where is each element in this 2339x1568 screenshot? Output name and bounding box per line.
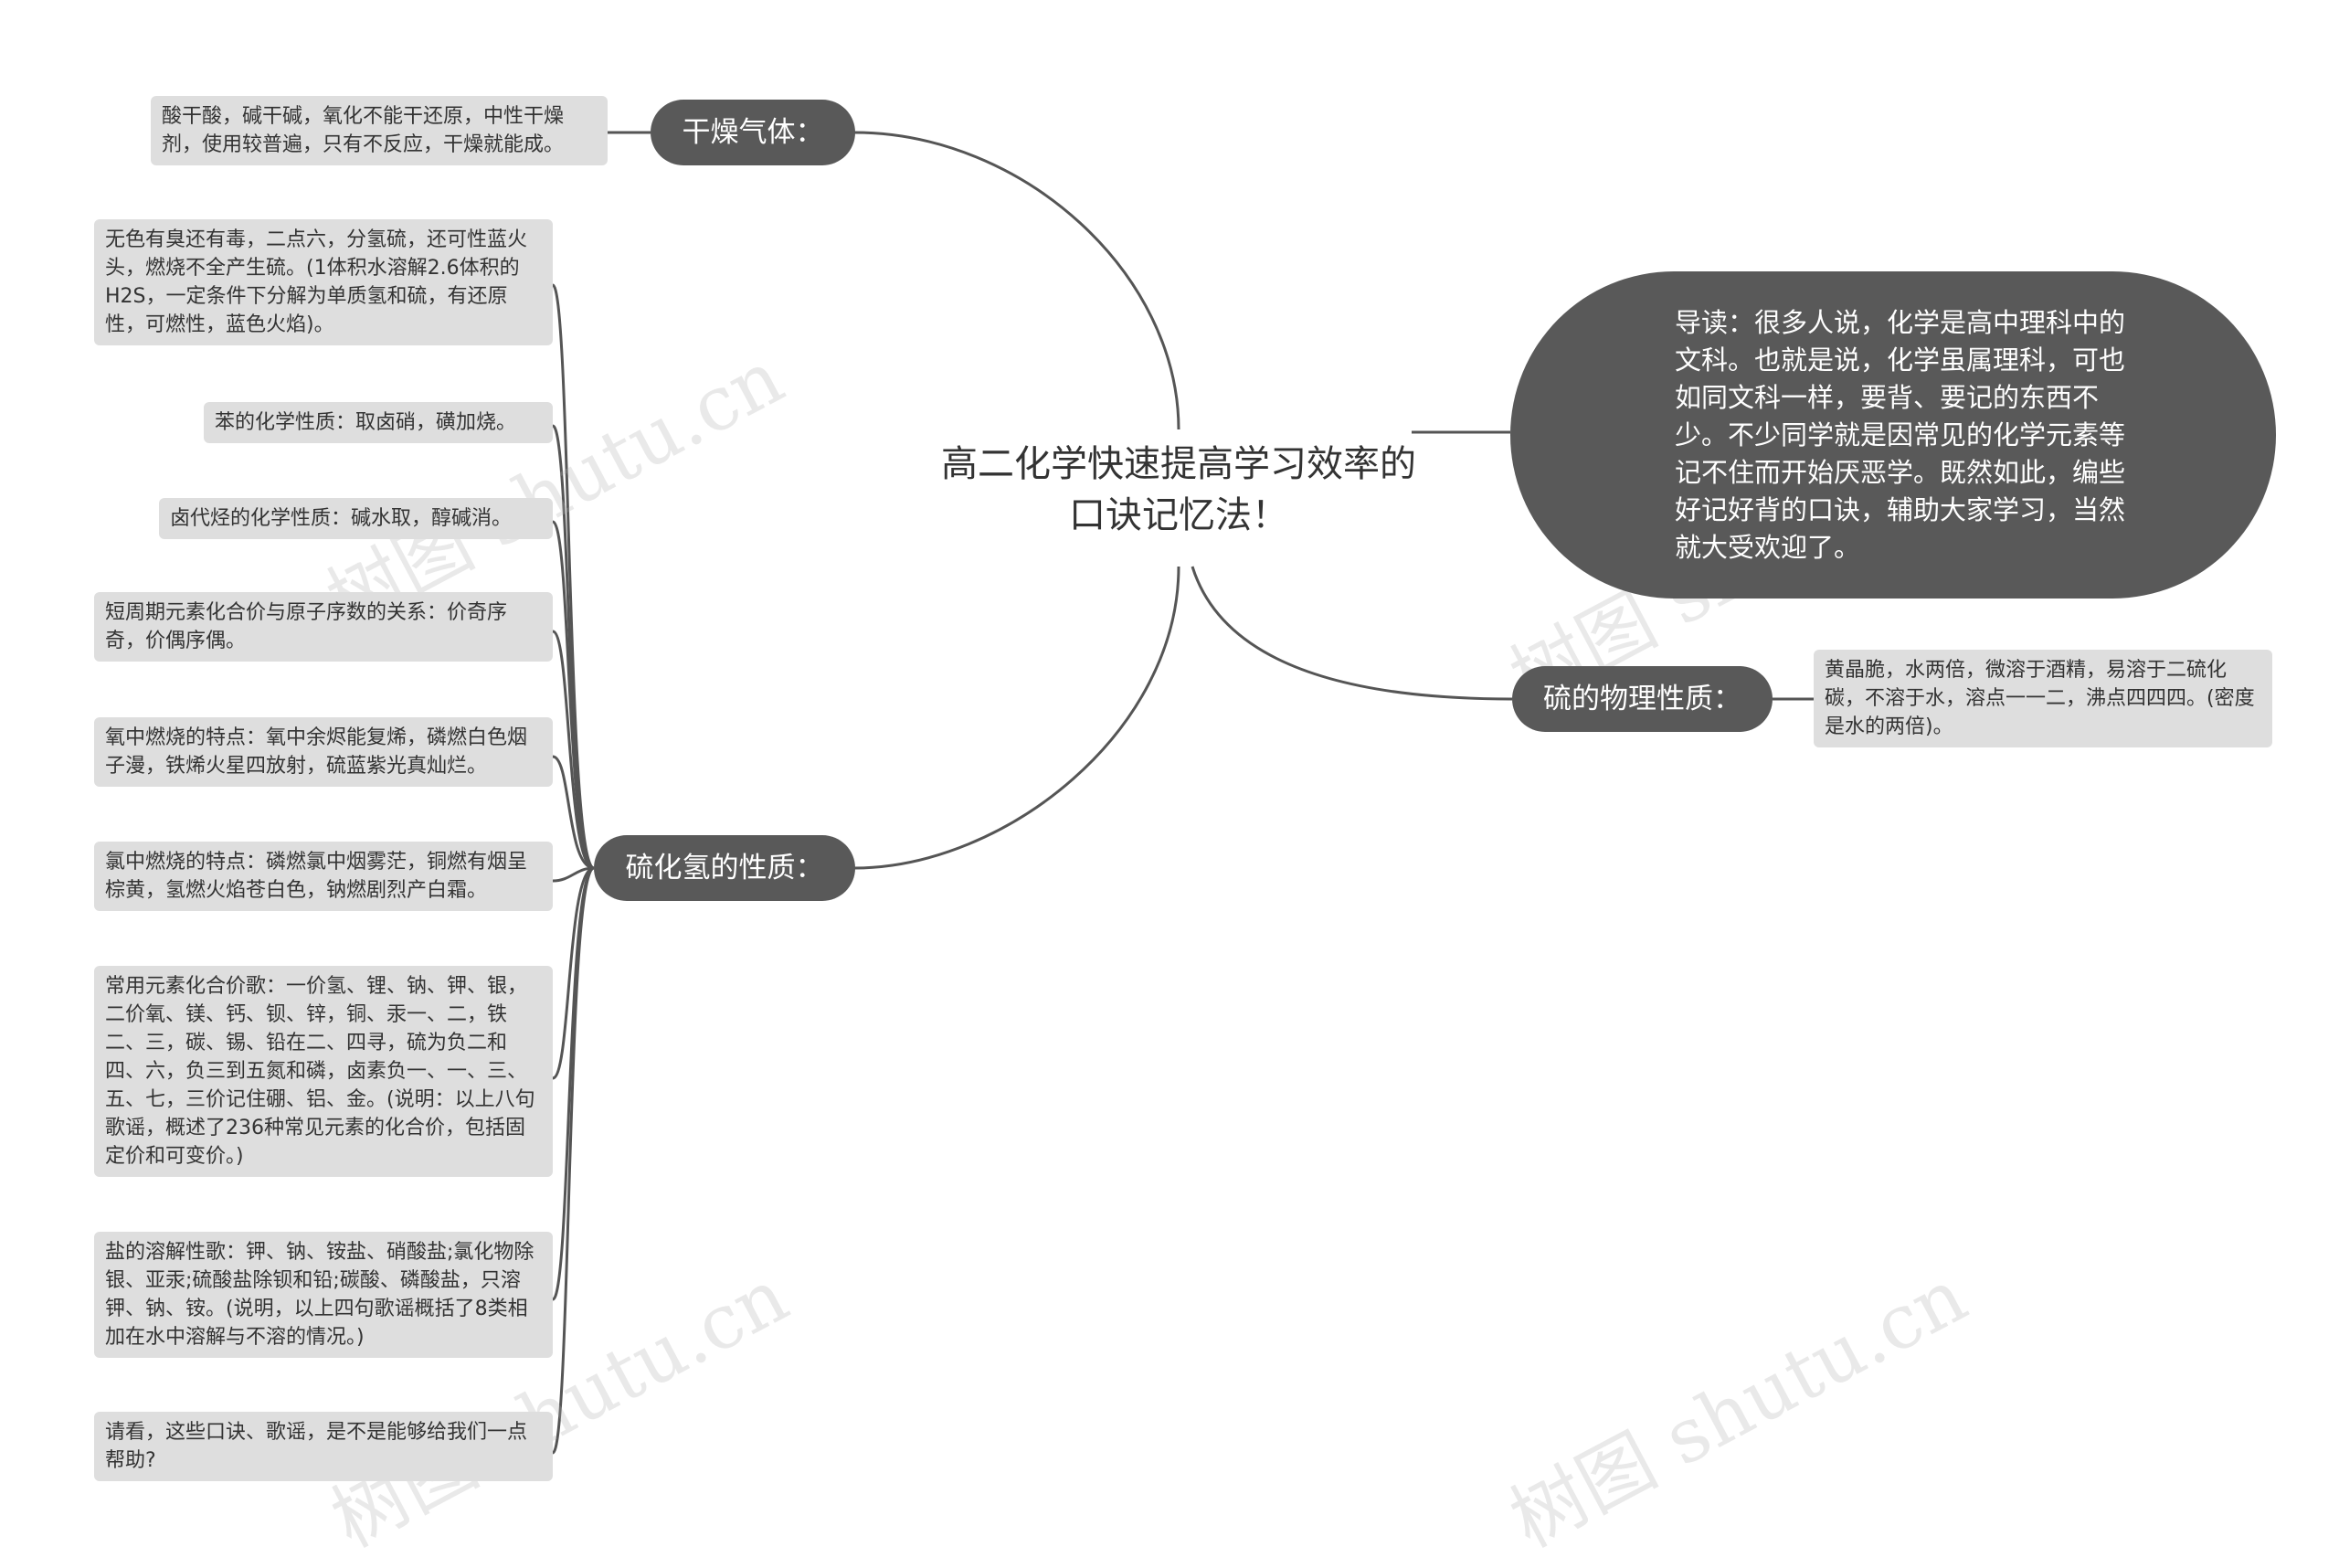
edge-h2s-leaf-7 [552,866,595,1080]
root-topic[interactable]: 高二化学快速提高学习效率的口诀记忆法！ [941,443,1416,536]
intro-bubble[interactable]: 导读：很多人说，化学是高中理科中的文科。也就是说，化学虽属理科，可也如同文科一样… [1510,271,2276,599]
leaf-h2s-2[interactable]: 苯的化学性质：取卤硝，磺加烧。 [204,402,553,443]
leaf-h2s-7[interactable]: 常用元素化合价歌：一价氢、锂、钠、钾、银，二价氧、镁、钙、钡、锌，铜、汞一、二，… [94,966,553,1177]
leaf-h2s-4[interactable]: 短周期元素化合价与原子序数的关系：价奇序奇，价偶序偶。 [94,592,553,662]
topic-drying-gas[interactable]: 干燥气体： [651,100,855,165]
leaf-h2s-6[interactable]: 氯中燃烧的特点：磷燃氯中烟雾茫，铜燃有烟呈棕黄，氢燃火焰苍白色，钠燃剧烈产白霜。 [94,842,553,911]
leaf-h2s-3[interactable]: 卤代烃的化学性质：碱水取，醇碱消。 [159,498,553,539]
leaf-h2s-9[interactable]: 请看，这些口诀、歌谣，是不是能够给我们一点帮助? [94,1412,553,1481]
leaf-h2s-1[interactable]: 无色有臭还有毒，二点六，分氢硫，还可性蓝火头，燃烧不全产生硫。(1体积水溶解2.… [94,219,553,345]
edge-h2s-leaf-3 [551,520,595,870]
edge-h2s-leaf-9 [551,866,596,1455]
intro-text: 导读：很多人说，化学是高中理科中的文科。也就是说，化学虽属理科，可也如同文科一样… [1675,306,2126,563]
leaf-h2s-5[interactable]: 氧中燃烧的特点：氧中余烬能复烯，磷燃白色烟子漫，铁烯火星四放射，硫蓝紫光真灿烂。 [94,717,553,787]
edge-h2s-leaf-5 [552,755,595,870]
edge-root-sulfur [1191,566,1513,701]
edge-root-drying [853,131,1180,430]
leaf-h2s-8[interactable]: 盐的溶解性歌：钾、钠、铵盐、硝酸盐;氯化物除银、亚汞;硫酸盐除钡和铅;碳酸、磷酸… [94,1232,553,1358]
leaf-drying-gas[interactable]: 酸干酸，碱干碱，氧化不能干还原，中性干燥剂，使用较普遍，只有不反应，干燥就能成。 [151,96,608,165]
leaf-sulfur-physical[interactable]: 黄晶脆，水两倍，微溶于酒精，易溶于二硫化碳，不溶于水，溶点一一二，沸点四四四。(… [1814,650,2272,747]
topic-sulfur-physical[interactable]: 硫的物理性质： [1512,666,1773,732]
edge-h2s-leaf-4 [552,630,595,870]
topic-h2s-properties[interactable]: 硫化氢的性质： [594,835,855,901]
edge-root-h2s [853,566,1180,870]
edge-h2s-leaf-1 [551,283,596,870]
